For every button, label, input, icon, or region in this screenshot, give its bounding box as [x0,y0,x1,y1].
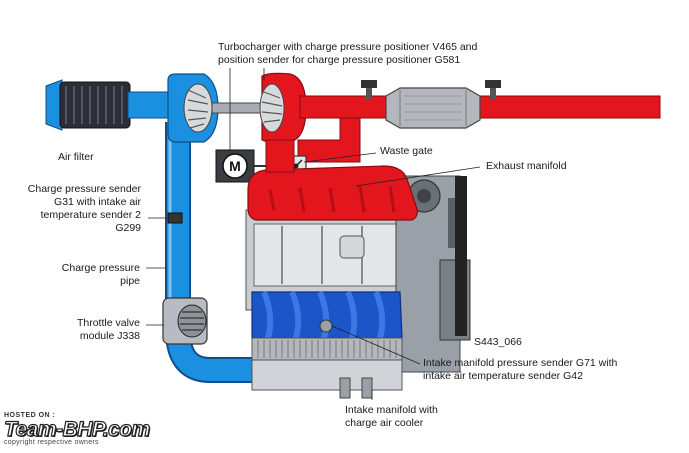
label-charge-pressure-pipe: Charge pressure pipe [61,262,140,287]
watermark-hosted: HOSTED ON : [4,412,56,419]
charge-air-cooler [251,337,403,399]
motor-symbol: M [229,158,241,174]
turbocharger [167,72,307,144]
intake-manifold [251,290,403,339]
label-turbocharger: Turbocharger with charge pressure positi… [218,41,478,66]
exhaust-manifold [247,139,418,221]
charge-pressure-sender [167,212,183,224]
label-exhaust-manifold: Exhaust manifold [486,160,567,172]
leader-lines [146,68,481,400]
watermark-brand: Team-BHP.com [3,418,150,441]
label-air-filter: Air filter [58,151,94,163]
label-intake-manifold-cooler: Intake manifold with charge air cooler [345,404,438,429]
label-figure-code: S443_066 [474,336,522,348]
label-intake-pressure-sender: Intake manifold pressure sender G71 with… [423,357,618,382]
watermark: HOSTED ON : Team-BHP.com copyright respe… [3,412,194,450]
air-filter [45,79,181,131]
throttle-valve-module [162,297,208,345]
exhaust-pipe [297,80,661,163]
label-waste-gate: Waste gate [380,145,433,157]
engine-block [245,175,471,373]
catalytic-converter [385,87,481,129]
label-throttle-valve: Throttle valve module J338 [76,317,140,342]
label-charge-pressure-sender: Charge pressure sender G31 with intake a… [27,183,141,234]
watermark-copyright: copyright respective owners [4,439,99,446]
